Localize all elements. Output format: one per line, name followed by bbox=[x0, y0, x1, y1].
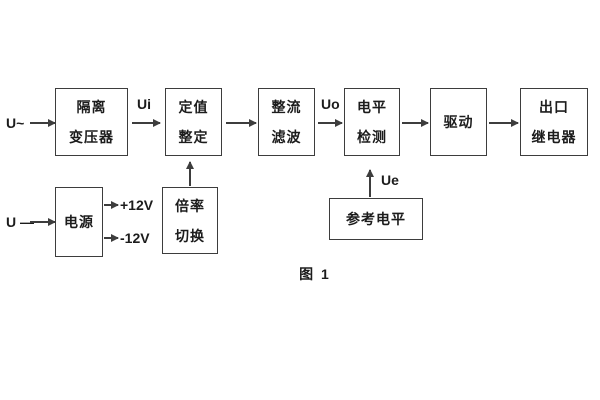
signal-uo-label: Uo bbox=[321, 96, 340, 112]
ac-input-label: U~ bbox=[6, 115, 25, 131]
arrow-level-to-drive bbox=[402, 119, 429, 127]
block-reference-level: 参考电平 bbox=[329, 198, 423, 240]
block-power-supply: 电源 bbox=[55, 187, 103, 257]
dc-input-label: U — bbox=[6, 214, 34, 230]
block-output-relay: 出口 继电器 bbox=[520, 88, 588, 156]
arrow-power-pos-rail bbox=[104, 201, 119, 209]
figure-caption: 图 1 bbox=[299, 266, 331, 282]
block-setting-adjust: 定值 整定 bbox=[165, 88, 222, 156]
signal-ue-label: Ue bbox=[381, 172, 399, 188]
block-isolation-transformer: 隔离 变压器 bbox=[55, 88, 128, 156]
arrow-ac-to-isolation bbox=[30, 119, 56, 127]
block-level-detect: 电平 检测 bbox=[344, 88, 400, 156]
block-rectifier-filter: 整流 滤波 bbox=[258, 88, 315, 156]
rail-neg-label: -12V bbox=[120, 230, 150, 246]
arrow-drive-to-relay bbox=[489, 119, 519, 127]
arrow-ratio-to-setting bbox=[186, 161, 194, 186]
block-drive: 驱动 bbox=[430, 88, 487, 156]
arrow-dc-to-power bbox=[30, 218, 56, 226]
arrow-isolation-to-setting bbox=[132, 119, 161, 127]
signal-ui-label: Ui bbox=[137, 96, 151, 112]
block-ratio-switch: 倍率 切换 bbox=[162, 187, 218, 254]
rail-pos-label: +12V bbox=[120, 197, 154, 213]
arrow-rectifier-to-level bbox=[318, 119, 343, 127]
arrow-reference-to-level bbox=[366, 169, 374, 197]
arrow-power-neg-rail bbox=[104, 234, 119, 242]
arrow-setting-to-rectifier bbox=[226, 119, 257, 127]
